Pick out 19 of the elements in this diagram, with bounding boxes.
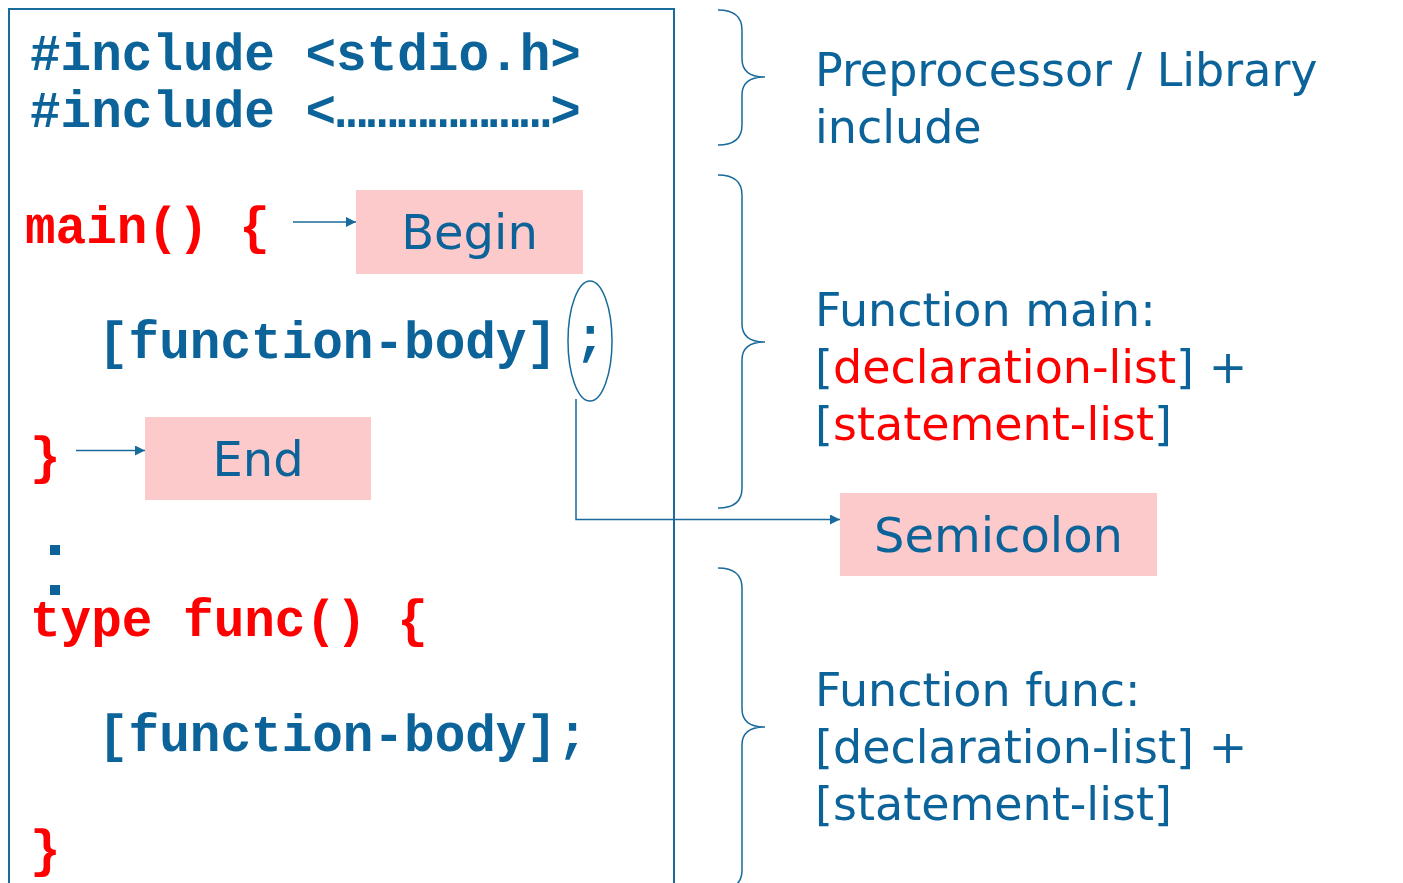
arrow (292, 217, 357, 227)
section-description: Preprocessor / Library include (815, 42, 1400, 156)
code-line: type func() { (30, 595, 440, 651)
code-line: } (30, 825, 70, 881)
section-description: Function func: [declaration-list] + [statement-list] (815, 662, 1335, 833)
arrow (75, 445, 146, 456)
section-description: Function main: [declaration-list] + [statement-list] (815, 282, 1335, 453)
code-line: } (30, 432, 70, 488)
code-line: #include <stdio.h> (30, 29, 630, 85)
code-line: #include <…………………> (30, 86, 630, 142)
code-line: [function-body]; (98, 710, 608, 766)
code-panel (8, 8, 675, 883)
callout-box: Begin (356, 190, 583, 274)
callout-box: End (145, 417, 371, 500)
callout-box: Semicolon (840, 493, 1157, 576)
code-line: [function-body] (98, 317, 564, 373)
arrow (575, 398, 841, 525)
code-line: main() { (25, 202, 287, 258)
semicolon-ellipse: ; (567, 280, 613, 402)
